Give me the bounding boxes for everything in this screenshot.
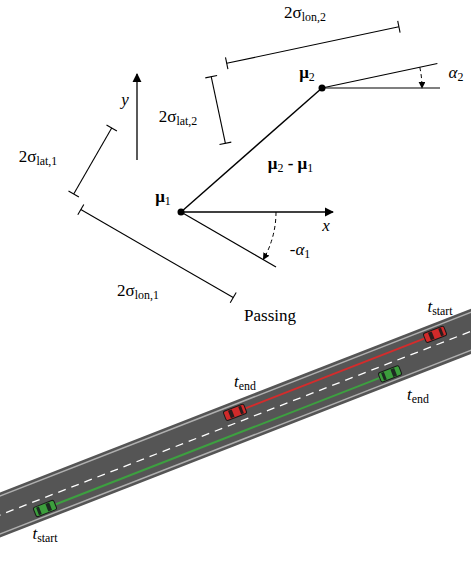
bracket-tick [69,191,79,197]
ellipse-outline [229,36,415,139]
bracket-tick [220,142,232,144]
bracket-tick [226,57,228,69]
x-axis [181,211,333,212]
ellipse-region: μ2 [236,50,409,126]
lane-divider [0,324,471,523]
angle-label: -α1 [290,240,311,262]
car-body [223,404,247,421]
road [0,301,471,546]
ellipse-outline [86,135,276,289]
vector-line [181,88,322,212]
time-label: tend [234,372,256,394]
bracket-tick [78,204,84,214]
ellipse-shape [102,157,259,267]
bracket-tick [107,125,117,131]
car-body [378,365,402,382]
bracket-line [211,77,225,144]
car-window [381,372,387,381]
car-window [45,503,52,512]
major-axis-line [322,64,437,89]
green-trajectory [45,374,390,509]
red-car [223,404,247,421]
dimension-bracket [69,125,117,197]
scenario-title: Passing [244,306,296,326]
car-window [390,368,397,377]
dimension-bracket [226,21,401,69]
dimension-label: 2σlat,1 [19,147,57,169]
car-window [36,507,42,516]
axis-label: y [121,90,129,110]
road-edge [0,343,471,542]
time-label: tstart [32,524,57,546]
car-window [228,409,235,418]
dimension-bracket [205,76,231,145]
reference-line [322,87,440,88]
green-car [378,365,402,382]
road-edge [0,305,471,504]
angle-arc [263,212,276,260]
time-label: tstart [427,297,452,319]
car-window [238,406,244,415]
edge-label: μ2 - μ1 [268,154,313,176]
bracket-tick [205,76,217,78]
major-axis-line [181,212,276,267]
angle-label: α2 [449,63,464,85]
mean-label: μ1 [155,187,171,209]
bracket-tick [230,292,236,302]
y-axis [136,74,137,160]
bracket-line [227,27,399,64]
axis-label: x [322,216,330,236]
bracket-tick [398,21,400,33]
ellipse-shape [236,50,409,126]
red-trajectory [235,334,435,412]
dimension-label: 2σlat,2 [159,107,197,129]
ellipse-region: μ1 [102,157,259,267]
mean-label: μ2 [299,63,315,85]
angle-arc [420,67,422,88]
car-window [428,331,435,340]
bracket-line [74,128,112,194]
car-window [438,328,444,337]
red-car [423,326,447,343]
bracket-line [81,210,233,298]
dimension-bracket [78,204,236,302]
green-car [33,500,57,517]
dimension-label: 2σlon,2 [284,3,326,25]
dimension-label: 2σlon,1 [117,281,159,303]
car-body [423,326,447,343]
car-body [33,500,57,517]
time-label: tend [407,385,429,407]
